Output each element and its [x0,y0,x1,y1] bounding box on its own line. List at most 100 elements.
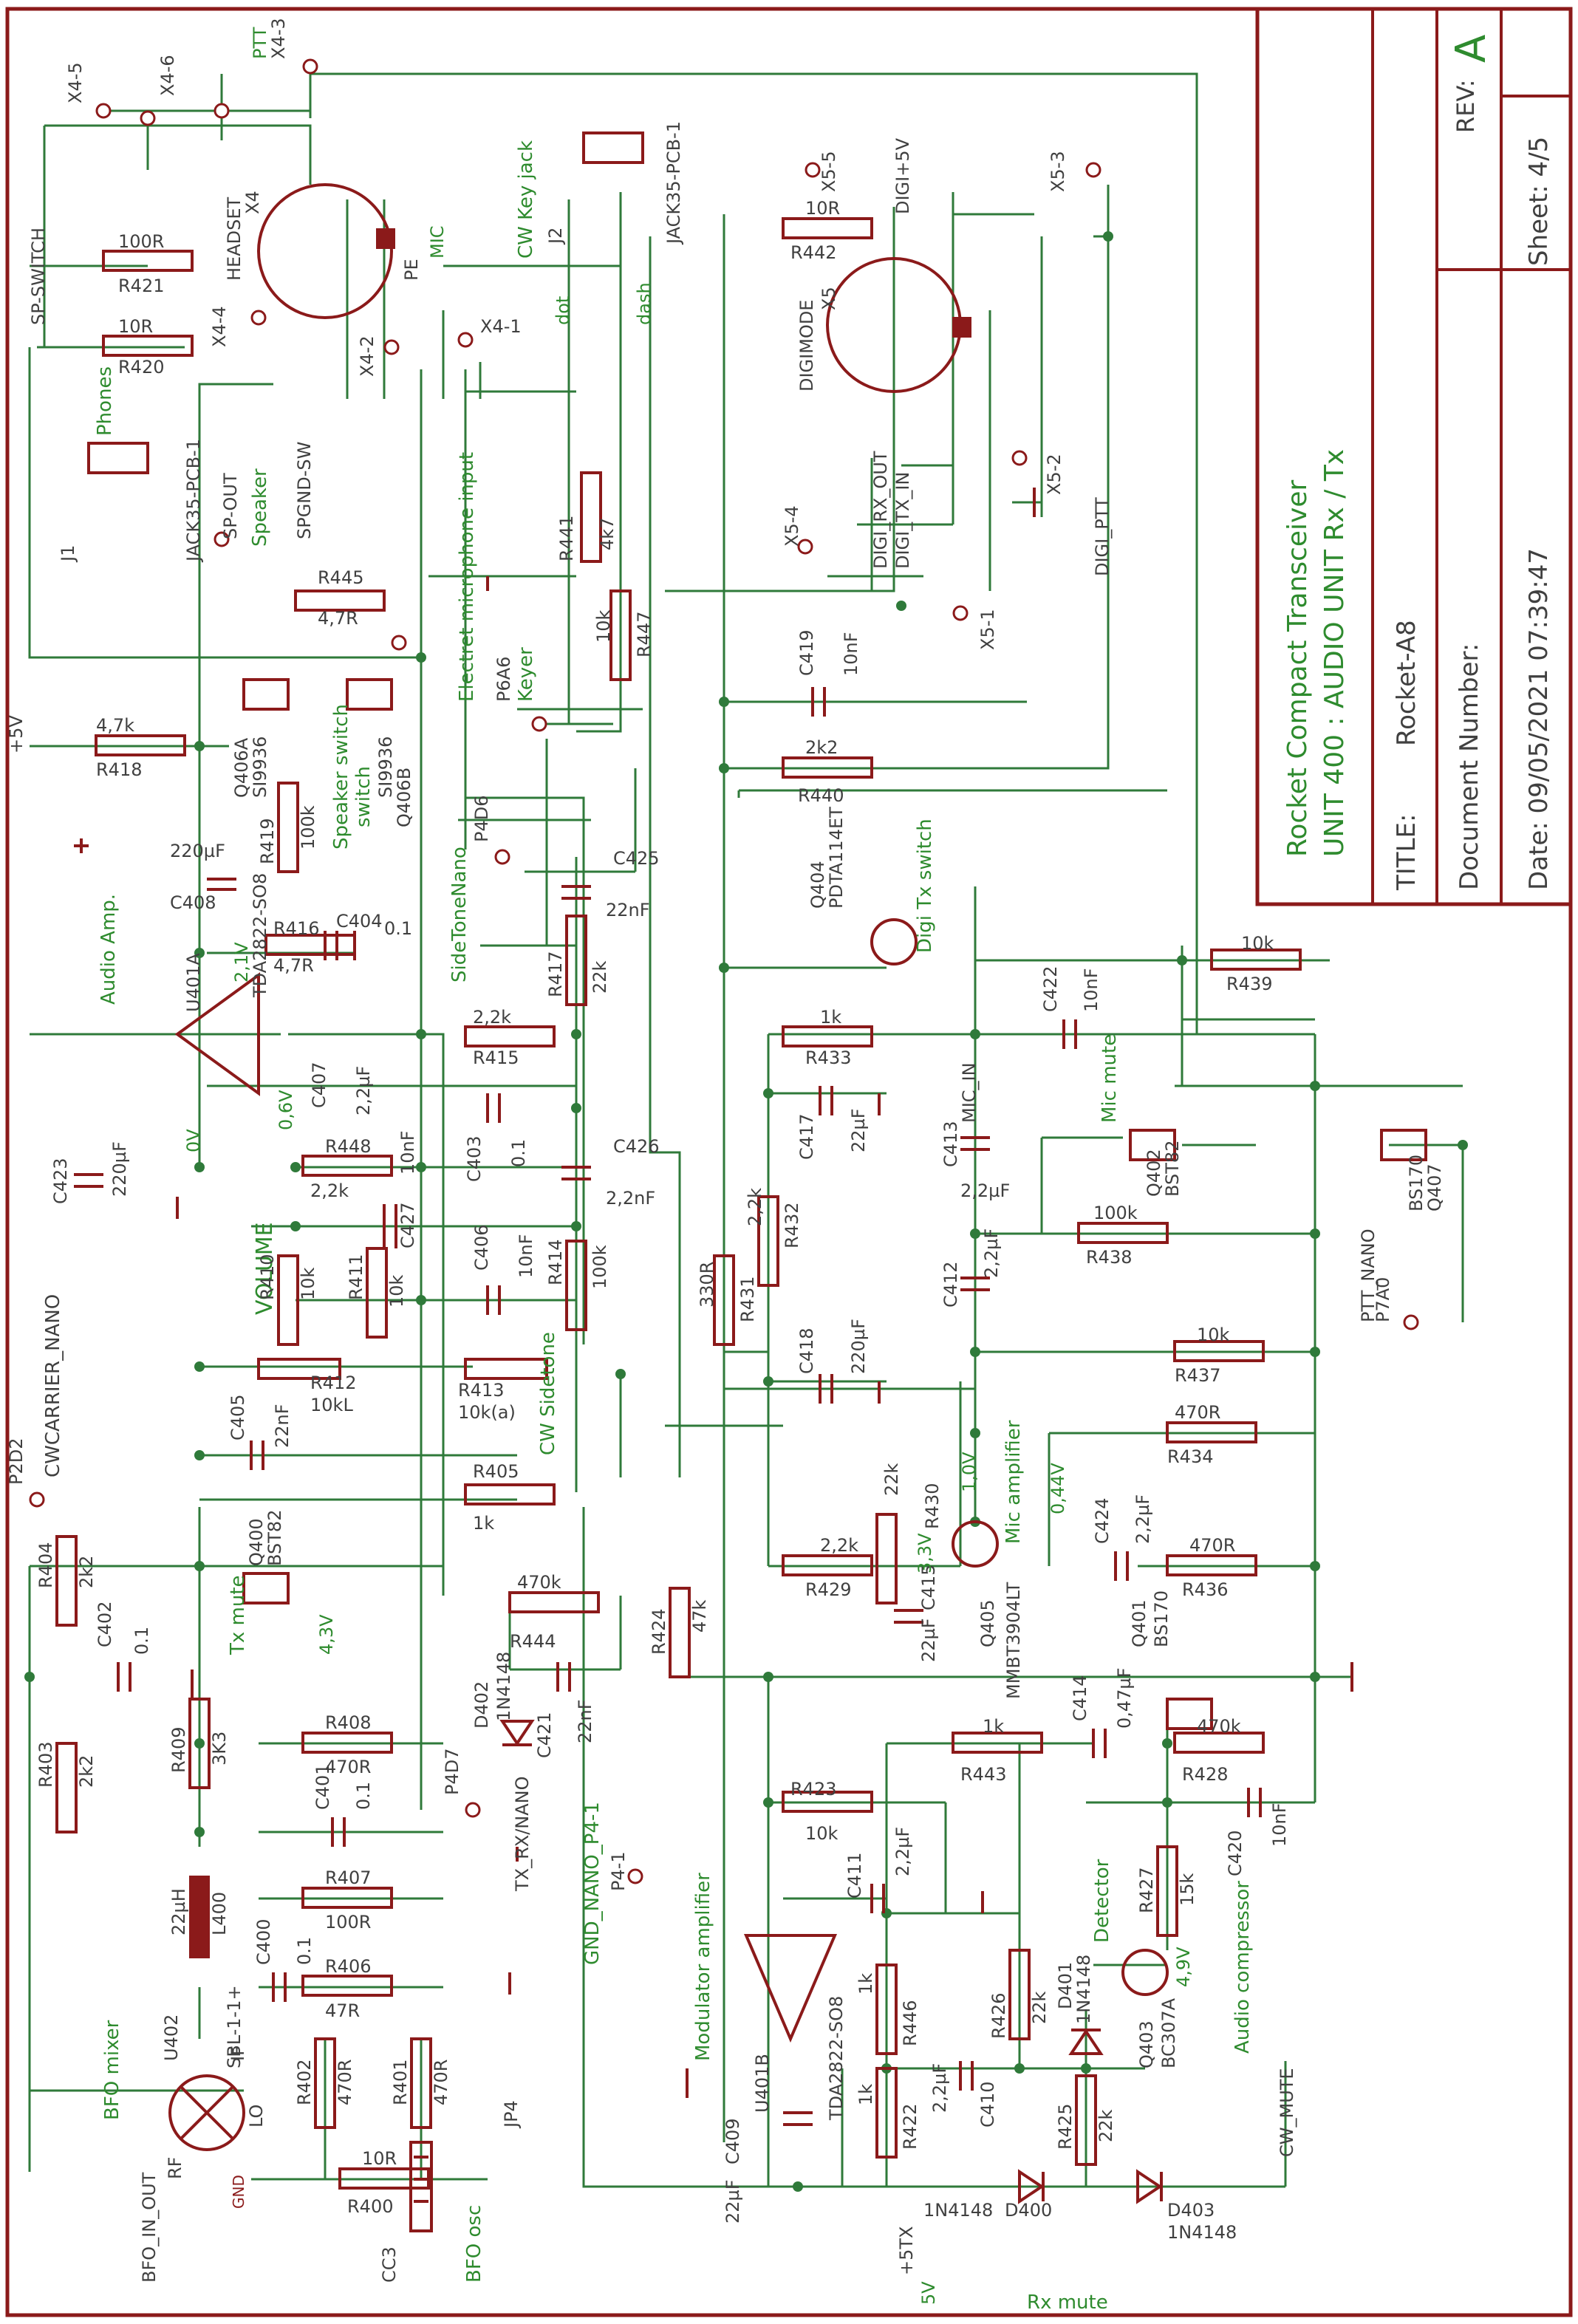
val-c403: 0.1 [508,1139,529,1167]
net-digi-ptt: DIGI_PTT [1092,497,1113,576]
ref-r416: R416 [273,918,319,939]
net-labels: SP-SWITCH +5V SP-OUT SPGND-SW MIC PE dot… [6,137,1379,2305]
label-digi-tx-switch: Digi Tx switch [914,818,936,953]
label-modulator-amp: Modulator amplifier [692,1873,714,2061]
component-labels: R421 100R R420 10R R445 4,7R R418 4,7k R… [35,121,1445,2283]
ref-c424: C424 [1092,1497,1113,1544]
conn-x5-3: X5-3 [1048,151,1068,192]
val-r418: 4,7k [96,715,134,736]
label-audio-amp: Audio Amp. [98,894,120,1005]
sheet-frame [5,7,1573,2317]
label-cw-key-jack: CW Key jack [515,140,537,259]
ref-r446: R446 [900,2000,920,2046]
net-5v-left: +5V [6,715,27,753]
val-c410: 2,2µF [929,2063,950,2113]
conn-x4-5: X4-5 [65,62,86,103]
val-r436: 470R [1189,1535,1235,1556]
val-r430: 22k [881,1463,902,1496]
component-glyphs [55,131,1427,2232]
ref-r429: R429 [805,1579,851,1600]
val-c413: 2,2µF [960,1180,1010,1201]
ref-u401b: U401B [752,2054,773,2113]
val-d401: 1N4148 [1073,1955,1094,2024]
ref-r414: R414 [545,1240,566,1285]
val-q401: BS170 [1151,1590,1172,1647]
label-bfo-mixer: BFO mixer [101,2020,123,2120]
label-mic-mute: Mic mute [1099,1034,1121,1123]
ref-c400: C400 [253,1918,274,1965]
net-0-44v: 0,44V [1048,1463,1068,1514]
net-cw-mute: CW_MUTE [1277,2068,1297,2157]
val-r409: 3K3 [209,1732,230,1766]
ref-r418: R418 [96,759,142,780]
net-pe-x4: PE [401,259,422,281]
ref-r409: R409 [168,1727,189,1773]
ref-r438: R438 [1086,1247,1132,1268]
net-4-9v: 4,9V [1173,1947,1194,1987]
val-c412: 2,2µF [981,1228,1002,1278]
val-c421: 22nF [575,1699,595,1743]
wiring [28,72,1464,2188]
val-c406: 10nF [516,1234,536,1278]
title-unit: UNIT 400 : AUDIO UNIT Rx / Tx [1319,449,1350,857]
ref-r406: R406 [325,1956,371,1977]
val-q405: MMBT3904LT [1003,1582,1024,1699]
ref-c411: C411 [844,1852,865,1898]
val-r404: 2k2 [76,1556,97,1588]
net-4-3v: 4,3V [316,1614,337,1655]
ref-d402: D402 [471,1681,492,1729]
ref-r421: R421 [118,276,164,296]
val-d403: 1N4148 [1167,2222,1237,2243]
ref-r432: R432 [782,1203,802,1248]
val-r426: 22k [1029,1991,1050,2024]
ref-r442: R442 [790,242,836,263]
ref-r441: R441 [556,516,577,561]
connector-labels: X4-5 X4-6 PTT X4-3 X4-4 X4-2 X4-1 X5-5 X… [6,18,1393,1891]
val-c419: 10nF [841,632,861,676]
net-0-6v-a: 0,6V [276,1090,296,1130]
val-r446: 1k [855,1973,876,1995]
val-c400: 0.1 [294,1937,315,1965]
conn-x4-6: X4-6 [157,55,178,96]
ref-r428: R428 [1182,1764,1228,1785]
ref-r444: R444 [510,1631,556,1652]
title-block: Rocket Compact Transceiver UNIT 400 : AU… [1255,7,1573,906]
val-j1: JACK35-PCB-1 [183,439,204,563]
conn-x5-5: X5-5 [819,151,839,192]
net-if: IF [228,2046,248,2061]
val-r427: 15k [1177,1873,1198,1906]
val-c402: 0.1 [132,1627,152,1655]
net-3-3v: 3,3V [915,1533,935,1573]
val-x5: DIGIMODE [796,300,817,392]
section-labels: BFO mixer BFO osc Tx mute Audio Amp. Spe… [42,140,1254,2314]
val-r405: 1k [473,1513,494,1534]
net-sp-switch: SP-SWITCH [28,228,49,325]
val-r434: 470R [1175,1402,1220,1423]
val-c401: 0.1 [353,1782,374,1810]
ref-x4: X4 [242,191,263,214]
val-r402: 470R [335,2060,355,2105]
net-5tx: +5TX [896,2226,917,2275]
rev-label: REV: [1452,79,1480,133]
val-c423: 220µF [109,1141,130,1197]
ref-c427: C427 [397,1202,418,1248]
ref-d400: D400 [1005,2200,1052,2221]
conn-p4-1: P4-1 [608,1851,629,1891]
conn-p4d7: P4D7 [442,1749,462,1796]
net-digi-tx-in: DIGI_TX_IN [892,472,913,569]
title-label: TITLE: [1392,814,1421,891]
conn-x5-1: X5-1 [977,609,998,650]
document-number-label: Document Number: [1455,643,1484,890]
conn-x5-4: X5-4 [782,505,802,547]
val-r441: 4k7 [597,518,618,550]
val-d402: 1N4148 [493,1652,514,1721]
label-bfo-osc: BFO osc [463,2205,485,2283]
label-tx-mute: Tx mute [227,1575,249,1655]
label-detector: Detector [1091,1859,1113,1943]
ref-r422: R422 [900,2104,920,2150]
conn-x4-3: X4-3 [268,18,289,59]
val-c415: 22µF [918,1618,939,1662]
ref-c426: C426 [613,1136,660,1157]
val-r403: 2k2 [76,1755,97,1788]
ref-c401: C401 [312,1763,333,1810]
